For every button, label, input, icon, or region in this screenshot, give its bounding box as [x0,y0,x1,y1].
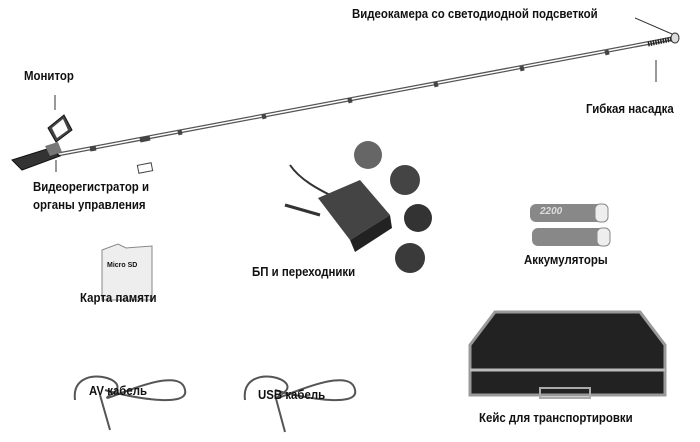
label-av-cable: AV кабель [89,383,148,398]
label-flex-tip: Гибкая насадка [586,101,674,116]
flexible-tip [647,32,680,47]
sd-card-mark: Micro SD [107,262,138,269]
power-supply [284,141,432,273]
monitor [47,114,73,143]
handle-recorder [11,142,62,171]
label-recorder-line2: органы управления [33,197,146,212]
label-power-supply: БП и переходники [252,264,356,279]
telescopic-pole [54,36,676,174]
label-case: Кейс для транспортировки [479,410,633,425]
label-usb-cable: USB кабель [258,387,326,402]
pole-joints [89,49,610,152]
label-batteries: Аккумуляторы [524,252,608,267]
sd-card [101,243,153,301]
label-memory-card: Карта памяти [80,290,157,305]
usb-cable [243,375,357,433]
battery-capacity-mark: 2200 [540,206,563,217]
label-recorder-line1: Видеорегистратор и [33,179,150,194]
av-cable [73,375,187,431]
carrying-case [468,310,667,399]
label-camera: Видеокамера со светодиодной подсветкой [352,6,598,21]
label-monitor: Монитор [24,68,74,83]
batteries [530,203,611,247]
camera-pointer [634,17,673,35]
